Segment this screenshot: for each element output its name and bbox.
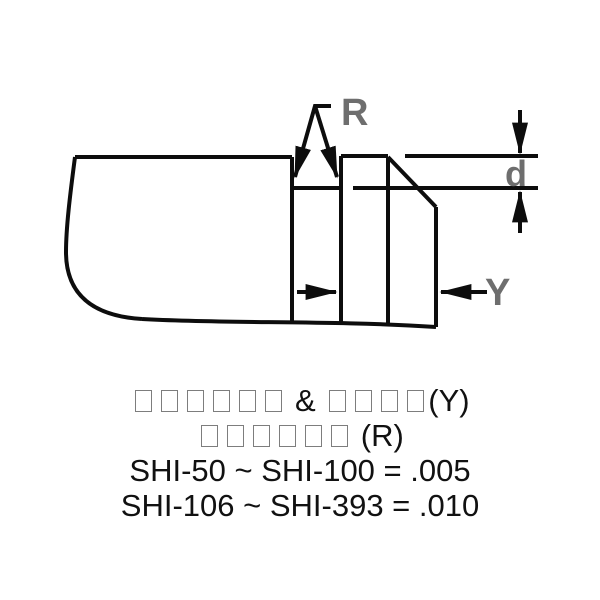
missing-glyph-box — [212, 390, 230, 412]
radius-label: R — [341, 92, 368, 134]
chamfer-line — [386, 155, 438, 209]
missing-glyph-box — [328, 390, 346, 412]
missing-glyph-box — [264, 390, 282, 412]
part-drawing: R d Y — [63, 92, 538, 329]
missing-glyph-box — [406, 390, 424, 412]
missing-glyph-box — [330, 425, 348, 447]
missing-glyph-box — [134, 390, 152, 412]
caption-text: SHI-50 ~ SHI-100 = .005 — [129, 453, 471, 488]
missing-glyph-box — [160, 390, 178, 412]
caption-text: (R) — [352, 418, 404, 453]
caption: & (Y) (R) SHI-50 ~ SHI-100 = .005 SHI-10… — [0, 383, 600, 523]
missing-glyph-box — [186, 390, 204, 412]
missing-glyph-box — [252, 425, 270, 447]
caption-text: SHI-106 ~ SHI-393 = .010 — [120, 488, 480, 523]
width-label: Y — [485, 272, 510, 314]
missing-glyph-box — [200, 425, 218, 447]
radius-leader-right-arrow — [313, 105, 339, 179]
missing-glyph-box — [226, 425, 244, 447]
missing-glyph-box — [304, 425, 322, 447]
missing-glyph-box — [238, 390, 256, 412]
depth-label: d — [505, 153, 527, 194]
missing-glyph-box — [354, 390, 372, 412]
missing-glyph-box — [278, 425, 296, 447]
body-bottom-edge — [141, 317, 437, 329]
missing-glyph-box — [380, 390, 398, 412]
caption-line-4: SHI-106 ~ SHI-393 = .010 — [0, 488, 600, 523]
caption-text: (Y) — [428, 383, 470, 418]
caption-line-1: & (Y) — [0, 383, 600, 418]
caption-text: & — [286, 383, 325, 418]
caption-line-2: (R) — [0, 418, 600, 453]
caption-line-3: SHI-50 ~ SHI-100 = .005 — [0, 453, 600, 488]
body-left-edge — [63, 156, 143, 321]
